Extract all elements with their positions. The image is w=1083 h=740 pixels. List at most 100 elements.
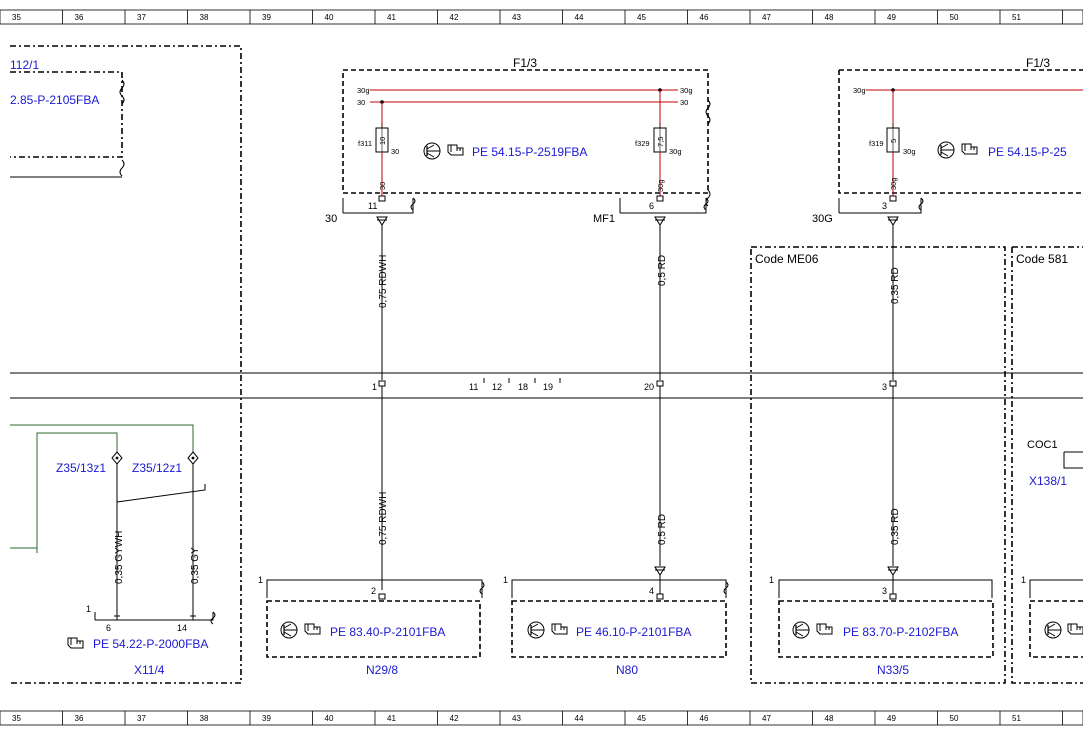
wire-label-035rd-top: 0,35 RD [890, 267, 901, 304]
ruler-number: 49 [887, 714, 896, 723]
hand-pointer-icon [67, 637, 84, 649]
ruler-number: 39 [262, 13, 271, 22]
fuse-box-2: F1/3 30g 5 f319 30g 30g PE 54.15-P-25 3 … [812, 56, 1083, 380]
sensor-symbol-icon [937, 141, 955, 159]
svg-text:4: 4 [649, 586, 654, 596]
ruler-number: 40 [325, 13, 334, 22]
ruler-number: 44 [575, 13, 584, 22]
svg-text:30: 30 [357, 98, 365, 107]
harness-pins: 1 20 3 11 12 18 19 [372, 378, 897, 392]
ruler-number: 47 [762, 13, 771, 22]
svg-text:7,5: 7,5 [656, 137, 665, 147]
svg-text:3: 3 [882, 382, 887, 392]
ruler-number: 43 [512, 13, 521, 22]
svg-text:2: 2 [371, 586, 376, 596]
ruler-number: 51 [1012, 714, 1021, 723]
x138-1-name[interactable]: X138/1 [1029, 474, 1067, 488]
ruler-number: 37 [137, 13, 146, 22]
svg-text:f319: f319 [869, 139, 884, 148]
n33-5-name[interactable]: N33/5 [877, 663, 909, 677]
ruler-number: 36 [75, 13, 84, 22]
svg-text:3: 3 [882, 201, 887, 211]
left-ref-link[interactable]: 2.85-P-2105FBA [10, 93, 99, 107]
svg-text:30g: 30g [853, 86, 866, 95]
svg-text:11: 11 [368, 201, 377, 211]
svg-text:1: 1 [503, 575, 508, 585]
ruler-number: 41 [387, 13, 396, 22]
wire-label-rdwh-bottom: 0,75 RDWH [378, 492, 389, 545]
splice-z35-13z1[interactable]: Z35/13z1 [56, 461, 106, 475]
x11-4-name[interactable]: X11/4 [134, 663, 165, 677]
fuse-b-out: MF1 [593, 213, 615, 225]
component-n80: 0,5 RD 1 4 PE 46.10-P-2101FBA N80 [503, 386, 729, 677]
n80-name[interactable]: N80 [616, 663, 638, 677]
code-581-label: Code 581 [1016, 252, 1068, 266]
ruler-number: 50 [950, 13, 959, 22]
splice-z35-12z1[interactable]: Z35/12z1 [132, 461, 182, 475]
n80-ref-link[interactable]: PE 46.10-P-2101FBA [576, 625, 691, 639]
ruler-number: 45 [637, 714, 646, 723]
wire-label-gywh: 0,35 GYWH [114, 531, 125, 584]
ruler-number: 49 [887, 13, 896, 22]
connector-arrow-icon [887, 216, 899, 226]
ruler-number: 38 [200, 13, 209, 22]
hand-pointer-icon [961, 143, 978, 155]
ruler-number: 48 [825, 714, 834, 723]
connector-arrow-icon [887, 566, 899, 576]
connector-arrow-icon [654, 216, 666, 226]
ruler-number: 43 [512, 714, 521, 723]
ruler-number: 35 [12, 714, 21, 723]
fuse-box-1-ref-link[interactable]: PE 54.15-P-2519FBA [472, 145, 587, 159]
ruler-number: 44 [575, 714, 584, 723]
svg-text:20: 20 [644, 382, 654, 392]
hand-pointer-icon [551, 623, 568, 635]
ruler-number: 36 [75, 714, 84, 723]
component-n29-8: 0,75 RDWH 1 2 PE 83.40-P-2101FBA N29/8 [258, 386, 485, 677]
sensor-symbol-icon [423, 142, 441, 160]
ruler-number: 50 [950, 714, 959, 723]
svg-text:5: 5 [889, 139, 898, 143]
svg-text:30: 30 [378, 182, 387, 190]
pin-6: 6 [106, 623, 111, 633]
svg-text:12: 12 [492, 382, 502, 392]
svg-text:10: 10 [378, 137, 387, 145]
left-block: 112/1 2.85-P-2105FBA Z35/13z1 Z35/12z1 0… [10, 45, 242, 684]
svg-text:6: 6 [649, 201, 654, 211]
ruler-number: 48 [825, 13, 834, 22]
hand-pointer-icon [447, 144, 464, 156]
n33-ref-link[interactable]: PE 83.70-P-2102FBA [843, 625, 958, 639]
svg-text:f329: f329 [635, 139, 650, 148]
ruler-number: 38 [200, 714, 209, 723]
ruler-number: 47 [762, 714, 771, 723]
hand-pointer-icon [816, 623, 833, 635]
ruler-number: 37 [137, 714, 146, 723]
ruler-number: 46 [700, 13, 709, 22]
svg-text:30: 30 [391, 147, 399, 156]
svg-text:30g: 30g [656, 179, 665, 192]
wire-label-rd-top: 0,5 RD [657, 255, 668, 286]
n29-ref-link[interactable]: PE 83.40-P-2101FBA [330, 625, 445, 639]
svg-text:30g: 30g [669, 147, 682, 156]
wire-label-gy: 0,35 GY [190, 547, 201, 584]
sensor-symbol-icon [527, 621, 545, 639]
x11-ref-link[interactable]: PE 54.22-P-2000FBA [93, 637, 208, 651]
svg-text:30g: 30g [680, 86, 693, 95]
left-label-top[interactable]: 112/1 [10, 58, 39, 72]
coc1-label: COC1 [1027, 439, 1058, 451]
svg-text:30: 30 [680, 98, 688, 107]
sensor-symbol-icon [792, 621, 810, 639]
fuse-box-2-ref-link[interactable]: PE 54.15-P-25 [988, 145, 1067, 159]
pin-one: 1 [86, 604, 91, 614]
wire-label-rdwh-top: 0,75 RDWH [378, 255, 389, 308]
sensor-symbol-icon [1044, 621, 1062, 639]
connector-arrow-icon [654, 566, 666, 576]
fuse-a-out: 30 [325, 213, 337, 225]
ruler-number: 39 [262, 714, 271, 723]
n29-8-name[interactable]: N29/8 [366, 663, 398, 677]
svg-text:11: 11 [469, 382, 478, 392]
ruler-number: 46 [700, 714, 709, 723]
